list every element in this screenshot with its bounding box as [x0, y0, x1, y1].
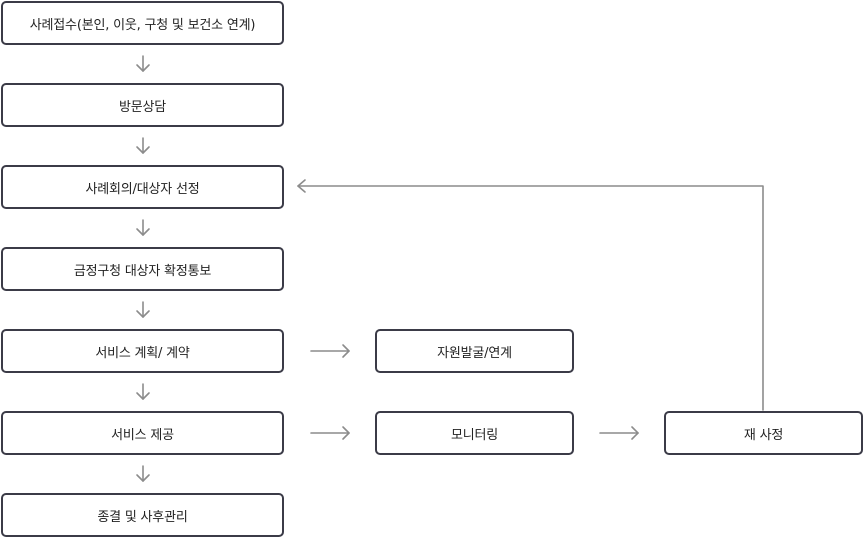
arrow-right-plan-to-resource	[310, 344, 350, 358]
step-case-intake: 사례접수(본인, 이웃, 구청 및 보건소 연계)	[1, 1, 284, 45]
step-closure-followup: 종결 및 사후관리	[1, 493, 284, 537]
step-service-provision: 서비스 제공	[1, 411, 284, 455]
step-home-visit-counseling: 방문상담	[1, 83, 284, 127]
arrow-down-4	[136, 301, 150, 318]
arrow-down-1	[136, 55, 150, 72]
step-resource-linkage: 자원발굴/연계	[375, 329, 574, 373]
arrow-right-monitoring-to-reassessment	[599, 426, 639, 440]
arrow-down-2	[136, 137, 150, 154]
step-case-meeting-selection: 사례회의/대상자 선정	[1, 165, 284, 209]
step-monitoring: 모니터링	[375, 411, 574, 455]
arrow-down-5	[136, 383, 150, 400]
step-district-confirmation: 금정구청 대상자 확정통보	[1, 247, 284, 291]
arrow-right-service-to-monitoring	[310, 426, 350, 440]
arrow-down-3	[136, 219, 150, 236]
step-reassessment: 재 사정	[664, 411, 863, 455]
arrow-down-6	[136, 465, 150, 482]
arrow-feedback-loop	[297, 179, 764, 411]
step-service-plan-contract: 서비스 계획/ 계약	[1, 329, 284, 373]
